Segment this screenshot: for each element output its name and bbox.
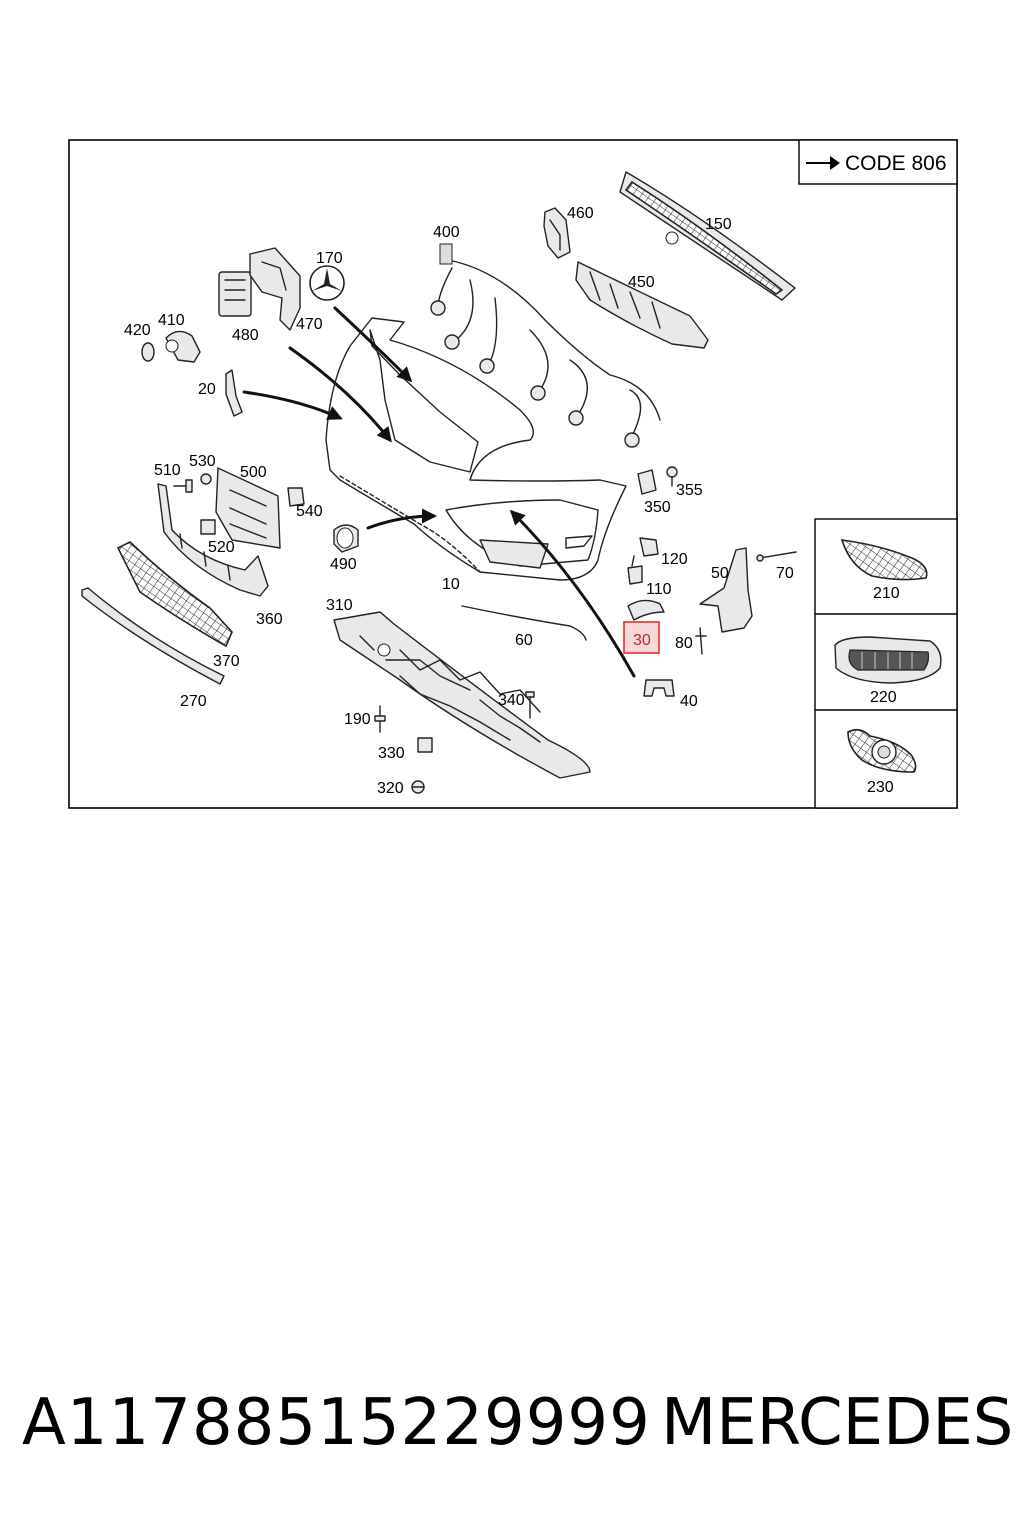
plug-120 xyxy=(639,537,659,557)
label-170: 170 xyxy=(316,250,343,267)
label-500: 500 xyxy=(240,464,267,481)
label-20: 20 xyxy=(198,381,216,398)
label-350: 350 xyxy=(644,499,671,516)
grille-150 xyxy=(619,171,796,301)
clip-355 xyxy=(666,466,678,487)
highlight-box-30 xyxy=(623,621,660,654)
label-355: 355 xyxy=(676,482,703,499)
label-150: 150 xyxy=(705,216,732,233)
screw-340 xyxy=(525,691,535,719)
nut-540 xyxy=(287,487,305,507)
label-60: 60 xyxy=(515,632,533,649)
label-120: 120 xyxy=(661,551,688,568)
label-540: 540 xyxy=(296,503,323,520)
label-10: 10 xyxy=(442,576,460,593)
parts-diagram: CODE 806 xyxy=(68,139,958,809)
label-480: 480 xyxy=(232,327,259,344)
clip-350 xyxy=(637,469,657,495)
label-400: 400 xyxy=(433,224,460,241)
screw-320 xyxy=(411,780,425,794)
label-450: 450 xyxy=(628,274,655,291)
label-30: 30 xyxy=(633,632,651,649)
trim-60 xyxy=(461,605,587,641)
bracket-20 xyxy=(225,369,243,417)
code-tag-label: CODE 806 xyxy=(845,152,947,175)
grille-insert-210 xyxy=(840,539,928,581)
label-510: 510 xyxy=(154,462,181,479)
label-70: 70 xyxy=(776,565,794,582)
ring-420 xyxy=(141,342,155,362)
label-210: 210 xyxy=(873,585,900,602)
leader-arrows xyxy=(242,306,636,678)
label-270: 270 xyxy=(180,693,207,710)
label-50: 50 xyxy=(711,565,729,582)
label-230: 230 xyxy=(867,779,894,796)
rivet-70 xyxy=(756,551,797,562)
bracket-450 xyxy=(575,261,709,349)
label-420: 420 xyxy=(124,322,151,339)
bumper-cover-10 xyxy=(325,317,627,581)
sensor-490 xyxy=(333,524,359,553)
diagram-frame xyxy=(68,139,958,809)
bracket-470 xyxy=(249,247,301,331)
label-460: 460 xyxy=(567,205,594,222)
screw-110 xyxy=(627,555,643,585)
bracket-460 xyxy=(543,207,571,259)
underbody-panel-310 xyxy=(333,611,591,779)
part-labels: 400 460 150 170 450 410 420 480 470 20 5… xyxy=(124,205,900,797)
arrow-right-icon xyxy=(806,156,840,170)
bracket-360 xyxy=(157,483,269,597)
part-number: A11788515229999 xyxy=(22,1386,651,1460)
label-80: 80 xyxy=(675,635,693,652)
bracket-40 xyxy=(643,679,675,697)
bracket-50 xyxy=(699,547,753,633)
side-panels xyxy=(814,518,958,809)
label-190: 190 xyxy=(344,711,371,728)
fog-frame-220 xyxy=(834,636,942,684)
clip-520 xyxy=(200,519,216,535)
label-40: 40 xyxy=(680,693,698,710)
bolt-530 xyxy=(200,473,212,485)
label-370: 370 xyxy=(213,653,240,670)
label-470: 470 xyxy=(296,316,323,333)
trim-strip-270 xyxy=(81,587,225,685)
footer: A11788515229999 MERCEDES xyxy=(0,1378,1024,1468)
label-520: 520 xyxy=(208,539,235,556)
fog-cover-230 xyxy=(847,728,917,773)
label-320: 320 xyxy=(377,780,404,797)
brand-name: MERCEDES xyxy=(661,1386,1014,1460)
label-340: 340 xyxy=(498,692,525,709)
lower-grille-370 xyxy=(116,541,233,648)
wiring-harness-400 xyxy=(430,243,661,448)
code-tag: CODE 806 xyxy=(798,139,958,185)
plate-500 xyxy=(215,467,281,549)
sensor-410 xyxy=(165,330,201,363)
label-330: 330 xyxy=(378,745,405,762)
label-410: 410 xyxy=(158,312,185,329)
label-310: 310 xyxy=(326,597,353,614)
label-490: 490 xyxy=(330,556,357,573)
label-360: 360 xyxy=(256,611,283,628)
clip-80 xyxy=(695,627,707,655)
label-220: 220 xyxy=(870,689,897,706)
label-110: 110 xyxy=(646,581,672,598)
cover-30 xyxy=(627,599,665,621)
bolt-190 xyxy=(374,705,386,733)
screw-510 xyxy=(173,479,193,493)
star-emblem-170 xyxy=(309,265,345,301)
label-530: 530 xyxy=(189,453,216,470)
clip-330 xyxy=(417,737,433,753)
module-480 xyxy=(218,271,252,317)
